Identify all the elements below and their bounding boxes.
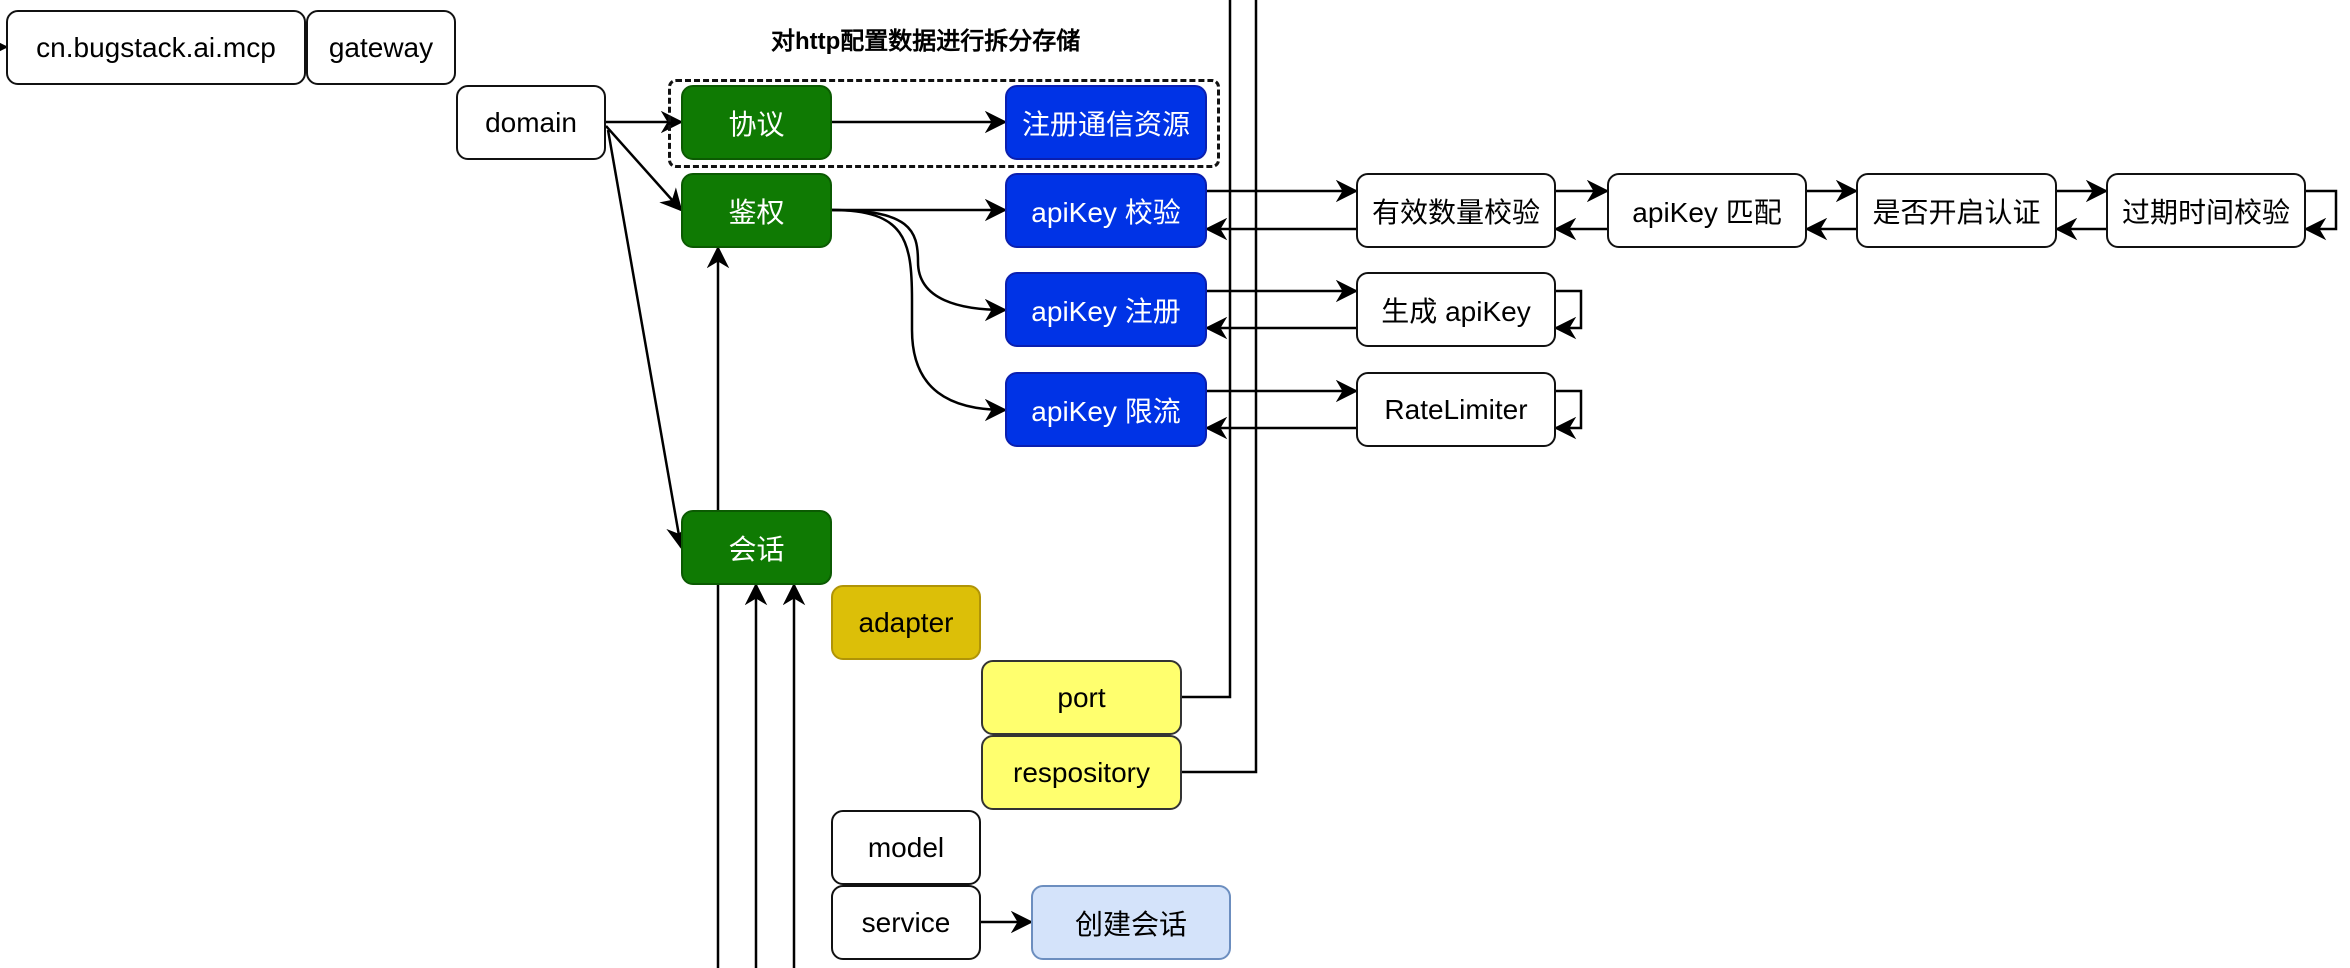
edge-domain-session [606, 129, 689, 550]
edge-auth-ratelimit [831, 208, 1008, 422]
edge-domain-auth [605, 125, 683, 212]
node-session[interactable]: 会话 [681, 510, 832, 585]
edge-generate-self [1553, 289, 1583, 340]
edge-expiry-self [2303, 189, 2338, 241]
node-create-session[interactable]: 创建会话 [1031, 885, 1231, 960]
node-expiry-check[interactable]: 过期时间校验 [2106, 173, 2306, 248]
group-title: 对http配置数据进行拆分存储 [771, 28, 1081, 55]
node-generate-apikey[interactable]: 生成 apiKey [1356, 272, 1556, 347]
node-gateway[interactable]: gateway [306, 10, 456, 85]
node-rate-limiter[interactable]: RateLimiter [1356, 372, 1556, 447]
node-apikey-ratelimit[interactable]: apiKey 限流 [1005, 372, 1207, 447]
node-port[interactable]: port [981, 660, 1182, 735]
protocol-group-frame [668, 79, 1220, 168]
edge-limiter-self [1553, 389, 1583, 440]
node-adapter[interactable]: adapter [831, 585, 981, 660]
node-auth-enabled-check[interactable]: 是否开启认证 [1856, 173, 2057, 248]
node-protocol[interactable]: 协议 [681, 85, 832, 160]
node-root-package[interactable]: cn.bugstack.ai.mcp [6, 10, 306, 85]
bus-line-port [1181, 0, 1232, 699]
node-register-comm-resource[interactable]: 注册通信资源 [1005, 85, 1207, 160]
node-valid-count-check[interactable]: 有效数量校验 [1356, 173, 1556, 248]
node-apikey-verify[interactable]: apiKey 校验 [1005, 173, 1207, 248]
node-apikey-match[interactable]: apiKey 匹配 [1607, 173, 1807, 248]
bus-line-repository [1181, 0, 1258, 774]
node-repository[interactable]: respository [981, 735, 1182, 810]
node-auth[interactable]: 鉴权 [681, 173, 832, 248]
node-model[interactable]: model [831, 810, 981, 885]
node-apikey-register[interactable]: apiKey 注册 [1005, 272, 1207, 347]
node-domain[interactable]: domain [456, 85, 606, 160]
node-service[interactable]: service [831, 885, 981, 960]
edge-auth-register [831, 208, 1008, 322]
